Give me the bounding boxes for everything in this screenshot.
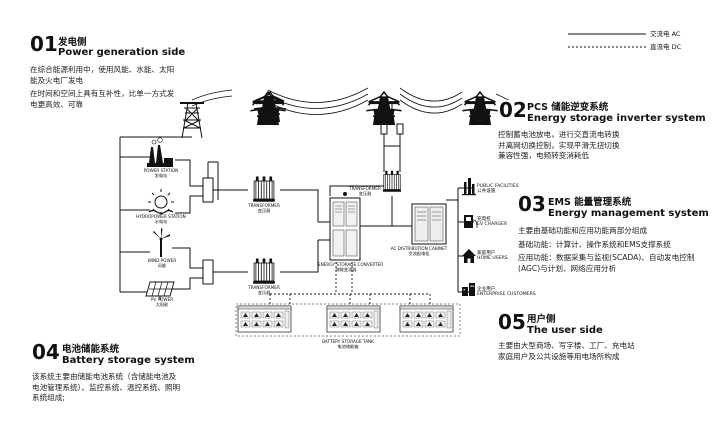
section-03-desc-1: 主要由基础功能和应用功能两部分组成 [518,226,648,235]
transformer-2-label-cn: 变压器 [257,290,271,295]
enterprise-customers-label-en: ENTERPRISE CUSTOMERS [477,292,536,298]
converter-shape [329,192,361,261]
public-facilities-icon [462,178,476,196]
public-facilities-label-cn: 公共设施 [477,189,496,195]
home-users-icon [462,249,476,263]
battery-unit-3 [399,305,454,333]
wind-power-icon [153,228,170,257]
ev-charger-label: 充电桩 EV CHARGER [477,217,507,227]
legend-ac-label: 交流电 AC [650,30,681,38]
section-04-title-cn: 电池储能系统 [62,344,120,355]
legend-dc-label: 直流电 DC [650,43,682,51]
section-01-number: 01 [30,32,58,56]
ev-charger-label-en: EV CHARGER [477,222,508,228]
ac-cabinet-label-en: AC DISTRIBUTION CABINET [390,246,448,251]
section-02-desc-1: 控制蓄电池放电，进行交直流电转换 [498,130,620,139]
tower-2 [365,91,403,126]
pv-power-label-cn: 太阳能 [155,302,169,307]
converter-label: ENERGY STORAGE CONVERTER 储能变流器 [318,262,384,272]
section-05-title-en: The user side [527,325,603,336]
section-02-desc-3: 兼容性强，电频转变消耗低 [498,151,590,160]
wind-power-label-en: WIND POWER [147,258,177,263]
section-04-description: 该系统主要由储能电池系统（含储能电池及电池管理系统）、监控系统、温控系统、照明系… [32,372,182,404]
battery-tank-label: BATTERY STORAGE TANK 电池储能箱 [318,339,378,349]
transformer-2-label: TRANSFORMER 变压器 [244,285,284,295]
transformer-top-label-en: TRANSFORMER [349,186,381,191]
section-05-title-cn: 用户侧 [527,314,556,325]
power-station-label-en: POWER STATION [143,168,179,173]
section-04-title-en: Battery storage system [62,355,195,366]
public-facilities-label: PUBLIC FACILITIES 公共设施 [477,184,519,194]
section-05-desc-2: 家庭用户及公共设施等用电场所构成 [498,351,620,361]
section-04-desc-1: 该系统主要由储能电池系统（含储能电池及电池管理系统）、监控系统、温控系统、照明系… [32,372,181,402]
enterprise-customers-label-cn: 企业用户 [477,287,496,292]
section-01-title-en: Power generation side [58,47,186,58]
transformer-top-label-cn: 变压器 [358,191,372,196]
battery-tank-label-cn: 电池储能箱 [337,344,359,349]
section-03-desc-3: 应用功能：数据采集与监视(SCADA)、自动发电控制(AGC)与计划、网络应用分… [518,253,695,273]
power-lines [191,87,513,115]
section-03-number: 03 [518,192,546,216]
wind-power-label-cn: 风能 [157,263,167,268]
transformer-top-label: TRANSFORMER 变压器 [346,186,384,196]
enterprise-customers-icon [462,283,475,296]
converter-label-en: ENERGY STORAGE CONVERTER [318,262,384,267]
power-station-icon [147,137,173,167]
hydropower-station-label: HYDROPOWER STATION 水电站 [134,214,188,224]
battery-frame [235,303,461,337]
ev-charger-label-cn: 充电桩 [477,217,491,222]
enterprise-customers-label: 企业用户 ENTERPRISE CUSTOMERS [477,287,536,297]
tower-3 [461,91,499,126]
pv-power-label-en: PV POWER [150,297,174,302]
transformer-1-shape [252,176,276,203]
pv-power-label: PV POWER 太阳能 [142,297,182,307]
section-01-desc-2: 在时间和空间上具有互补性，比单一方式发电更高效、可靠 [30,89,175,109]
hydropower-station-icon [148,189,174,215]
power-station-label-cn: 发电站 [154,173,168,178]
hydropower-station-label-cn: 水电站 [154,219,168,224]
power-station-label: POWER STATION 发电站 [140,168,182,178]
section-02-title-en: Energy storage inverter system [527,113,706,124]
section-02-number: 02 [498,98,528,122]
converter-label-cn: 储能变流器 [335,267,357,272]
public-facilities-label-en: PUBLIC FACILITIES [477,184,519,189]
ac-cabinet-label: AC DISTRIBUTION CABINET 交流配电柜 [386,246,452,256]
transformer-top-shape [382,170,402,193]
section-02-description: 控制蓄电池放电，进行交直流电转换 并离网切换控制，实现平滑无扭切换 兼容性强，电… [498,130,698,162]
transformer-1-label-en: TRANSFORMER [248,203,280,208]
transformer-1-label: TRANSFORMER 变压器 [244,203,284,213]
section-03-title-en: Energy management system [548,208,709,219]
ac-cabinet-label-cn: 交流配电柜 [408,251,430,256]
section-01-title-cn: 发电侧 [58,37,87,48]
pv-power-icon [145,281,175,300]
section-02-title-cn: PCS 储能逆变系统 [527,102,609,113]
home-users-label-cn: 家庭用户 [477,251,496,256]
generation-wiring [119,104,474,293]
transformer-2-shape [252,258,276,285]
ac-cabinet-shape [411,203,447,245]
section-01-desc-1: 在综合能源利用中，使用风能、水能、太阳能及火电厂发电 [30,65,175,85]
ev-charger-icon [464,215,478,228]
battery-unit-2 [326,305,381,333]
battery-unit-1 [237,305,292,333]
section-05-desc-1: 主要由大型商场、写字楼、工厂、充电站 [498,341,635,350]
battery-tank-label-en: BATTERY STORAGE TANK [322,339,374,344]
home-users-label: 家庭用户 HOME USERS [477,251,508,261]
hydropower-station-label-en: HYDROPOWER STATION [136,214,186,219]
transformer-1-label-cn: 变压器 [257,208,271,213]
section-05-description: 主要由大型商场、写字楼、工厂、充电站 家庭用户及公共设施等用电场所构成 [498,341,698,362]
transformer-2-label-en: TRANSFORMER [248,285,280,290]
section-02-desc-2: 并离网切换控制，实现平滑无扭切换 [498,140,620,150]
wind-power-label: WIND POWER 风能 [142,258,182,268]
section-03-description: 主要由基础功能和应用功能两部分组成 基础功能：计算计、操作系统和EMS支撑系统 … [518,226,700,274]
section-05-number: 05 [498,310,526,334]
section-03-desc-2: 基础功能：计算计、操作系统和EMS支撑系统 [518,239,671,249]
home-users-label-en: HOME USERS [477,256,508,262]
first-pylon [180,102,204,139]
section-03-title-cn: EMS 能量管理系统 [548,197,632,208]
section-01-description: 在综合能源利用中，使用风能、水能、太阳能及火电厂发电 在时间和空间上具有互补性，… [30,65,180,110]
section-04-number: 04 [32,340,60,364]
